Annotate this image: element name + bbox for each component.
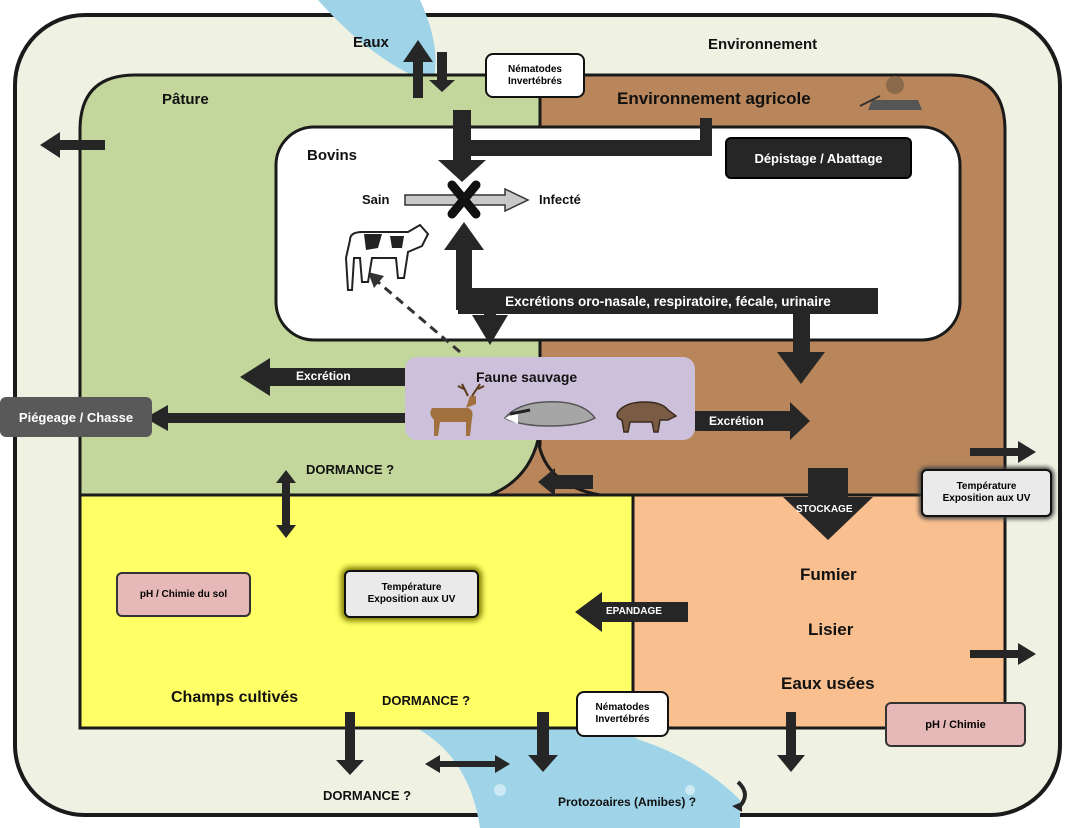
temperature-fields-line1: Température: [381, 582, 442, 593]
nematode-down-arrow: [528, 712, 558, 772]
temperature-fields-line2: Exposition aux UV: [367, 594, 456, 605]
nematodes-line2: Invertébrés: [508, 75, 562, 87]
eaux-usees-label: Eaux usées: [781, 674, 875, 693]
farm-environment-label: Environnement agricole: [617, 89, 811, 108]
nematodes-bottom-line1: Nématodes: [595, 702, 650, 713]
screening-box: Dépistage / Abattage: [725, 137, 912, 179]
fumier-label: Fumier: [800, 565, 857, 584]
cattle-box: [274, 125, 962, 342]
dormance-double-arrow: [276, 470, 296, 538]
temperature-line1: Température: [956, 481, 1017, 492]
flow-arrows: [40, 40, 1036, 775]
spreading-label: EPANDAGE: [606, 606, 662, 617]
soil-ph-box: pH / Chimie du sol: [116, 572, 251, 617]
badger-icon: [503, 401, 597, 427]
infection-cross-icon: [447, 180, 481, 219]
nematodes-bottom-line2: Invertébrés: [595, 714, 650, 725]
deer-icon: [430, 383, 485, 436]
pasture-label: Pâture: [162, 91, 209, 108]
boar-icon: [616, 401, 678, 433]
water-down-arrow: [429, 52, 455, 92]
storage-label: STOCKAGE: [796, 504, 853, 515]
wildlife-label: Faune sauvage: [476, 369, 578, 385]
dormance-bottom-label: DORMANCE ?: [323, 788, 412, 803]
storage-arrow: [783, 468, 873, 540]
lisier-label: Lisier: [808, 620, 854, 639]
fields-label: Champs cultivés: [171, 689, 299, 706]
right-exit-arrow-top: [970, 441, 1036, 463]
bottom-double-arrow: [425, 755, 510, 773]
water-label: Eaux: [353, 34, 389, 51]
water-up-arrow: [403, 40, 433, 98]
spreading-arrow: [575, 592, 688, 632]
left-exit-arrow: [40, 132, 105, 158]
infected-label: Infecté: [539, 192, 581, 207]
cattle-label: Bovins: [307, 147, 358, 164]
excretion-left-label: Excrétion: [296, 369, 351, 383]
healthy-label: Sain: [362, 192, 390, 207]
junction-left-arrow: [538, 468, 593, 496]
right-exit-arrow-bottom: [970, 643, 1036, 665]
fields-down-arrow: [336, 712, 364, 775]
dashed-contact-arrow: [377, 280, 461, 354]
farmer-icon: [859, 76, 922, 110]
excretions-banner: Excrétions oro-nasale, respiratoire, féc…: [458, 288, 878, 314]
cattle-wildlife-double-arrow: [444, 222, 508, 345]
excretion-right-label: Excrétion: [709, 414, 764, 428]
water-to-cattle-arrow: [438, 110, 712, 182]
protozoa-label: Protozoaires (Amibes) ?: [558, 795, 697, 809]
temperature-line2: Exposition aux UV: [942, 493, 1031, 504]
excretion-right-arrow: [695, 402, 810, 440]
ph-box: pH / Chimie: [885, 702, 1026, 747]
excretion-left-arrow: [240, 358, 405, 396]
environment-label: Environnement: [708, 36, 818, 53]
trapping-arrow: [145, 405, 405, 431]
excretion-down-arrow: [777, 300, 825, 384]
dormance-pasture-label: DORMANCE ?: [306, 462, 395, 477]
dormance-fields-label: DORMANCE ?: [382, 693, 471, 708]
trapping-box: Piégeage / Chasse: [0, 397, 152, 437]
manure-down-arrow: [777, 712, 805, 772]
cow-icon: [344, 223, 430, 291]
nematodes-line1: Nématodes: [508, 63, 562, 75]
